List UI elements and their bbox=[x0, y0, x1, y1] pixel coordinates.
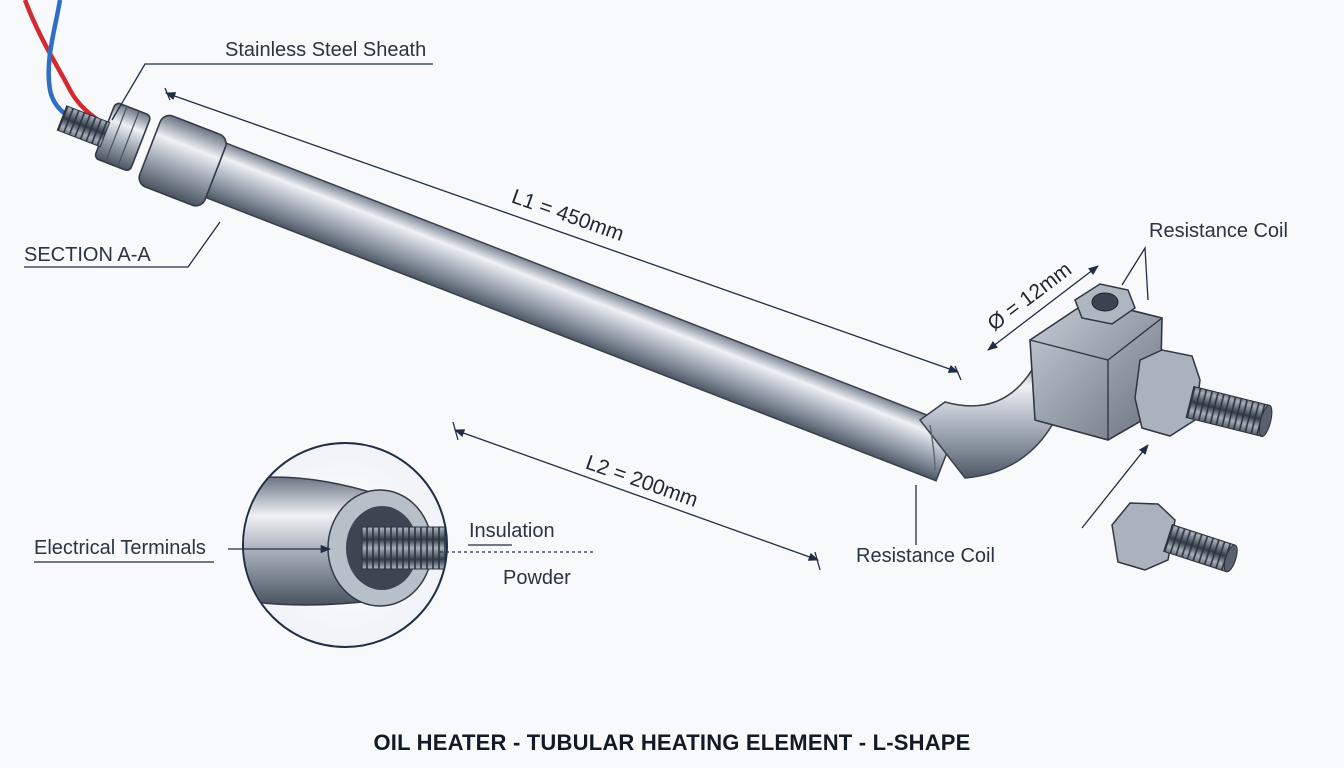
powder-label: Powder bbox=[503, 567, 571, 589]
side-nut bbox=[1134, 349, 1201, 437]
bolt-leader bbox=[1081, 444, 1149, 529]
insulation-label: Insulation bbox=[469, 520, 555, 542]
sheath-leader bbox=[111, 63, 433, 121]
section-detail-circle bbox=[242, 442, 448, 648]
outlet-block bbox=[1029, 283, 1273, 441]
red-wire bbox=[22, 0, 107, 127]
coil-bottom-label: Resistance Coil bbox=[856, 545, 995, 567]
diameter-dimension-line bbox=[987, 265, 1099, 351]
lead-wires bbox=[22, 0, 107, 131]
l1-dimension-line bbox=[165, 92, 959, 373]
section-label: SECTION A-A bbox=[24, 244, 151, 266]
diagram-title: OIL HEATER - TUBULAR HEATING ELEMENT - L… bbox=[373, 730, 971, 755]
sheath-label: Stainless Steel Sheath bbox=[225, 39, 427, 61]
coil-top-leader bbox=[1121, 245, 1149, 301]
inlet-fitting bbox=[56, 102, 227, 207]
loose-bolt bbox=[1111, 502, 1238, 573]
terminals-label: Electrical Terminals bbox=[34, 537, 206, 559]
l2-dimension-line bbox=[454, 429, 819, 561]
main-tube bbox=[198, 139, 1076, 482]
coil-top-label: Resistance Coil bbox=[1149, 220, 1288, 242]
annotation-lines bbox=[24, 63, 1149, 571]
